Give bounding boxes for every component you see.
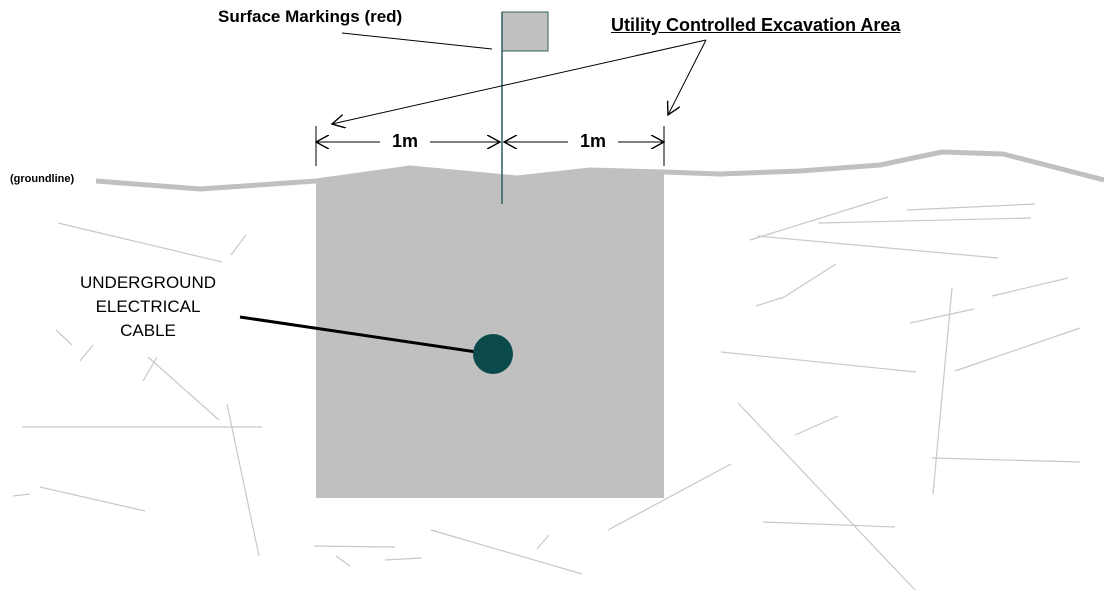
soil-line	[756, 235, 999, 259]
soil-line	[79, 344, 94, 362]
surface-marking-flag	[501, 11, 549, 52]
groundline-label: (groundline)	[10, 173, 75, 185]
soil-line	[39, 486, 146, 512]
cable-leader	[239, 315, 491, 356]
electrical-cable	[473, 334, 513, 374]
area-arrow-left	[332, 39, 707, 124]
cable-label-line3: CABLE	[120, 321, 176, 340]
soil-line	[313, 545, 396, 548]
soil-line	[536, 534, 550, 550]
soil-texture	[12, 196, 1081, 591]
soil-line	[906, 203, 1036, 211]
surface-markings-leader	[341, 32, 493, 50]
soil-line	[932, 287, 953, 495]
groundline	[95, 149, 1104, 192]
soil-line	[430, 529, 583, 575]
cable-label-line2: ELECTRICAL	[95, 297, 201, 316]
excavation-area-label: Utility Controlled Excavation Area	[611, 15, 901, 35]
soil-line	[909, 308, 975, 324]
soil-line	[147, 356, 220, 421]
soil-line	[737, 402, 916, 591]
soil-line	[720, 351, 917, 373]
soil-line	[954, 327, 1081, 372]
soil-line	[794, 415, 839, 436]
soil-line	[230, 234, 247, 256]
soil-line	[12, 493, 31, 497]
soil-line	[749, 196, 889, 241]
soil-line	[817, 217, 1032, 224]
soil-line	[931, 457, 1081, 463]
surface-markings-label: Surface Markings (red)	[218, 7, 403, 26]
cable-label: UNDERGROUND ELECTRICAL CABLE	[40, 271, 256, 343]
excavation-area	[316, 168, 664, 498]
cable-label-line1: UNDERGROUND	[80, 273, 216, 292]
dimension-label-left: 1m	[380, 131, 430, 152]
soil-line	[762, 521, 896, 528]
area-arrow-right	[668, 39, 707, 115]
soil-line	[142, 356, 158, 382]
soil-line	[384, 557, 423, 561]
soil-line	[607, 463, 732, 531]
soil-line	[335, 555, 351, 567]
dimension-label-right: 1m	[568, 131, 618, 152]
soil-line	[55, 329, 73, 346]
soil-line	[780, 263, 837, 300]
soil-line	[755, 297, 782, 307]
soil-line	[57, 222, 223, 263]
soil-line	[991, 277, 1069, 297]
soil-line	[226, 403, 260, 557]
